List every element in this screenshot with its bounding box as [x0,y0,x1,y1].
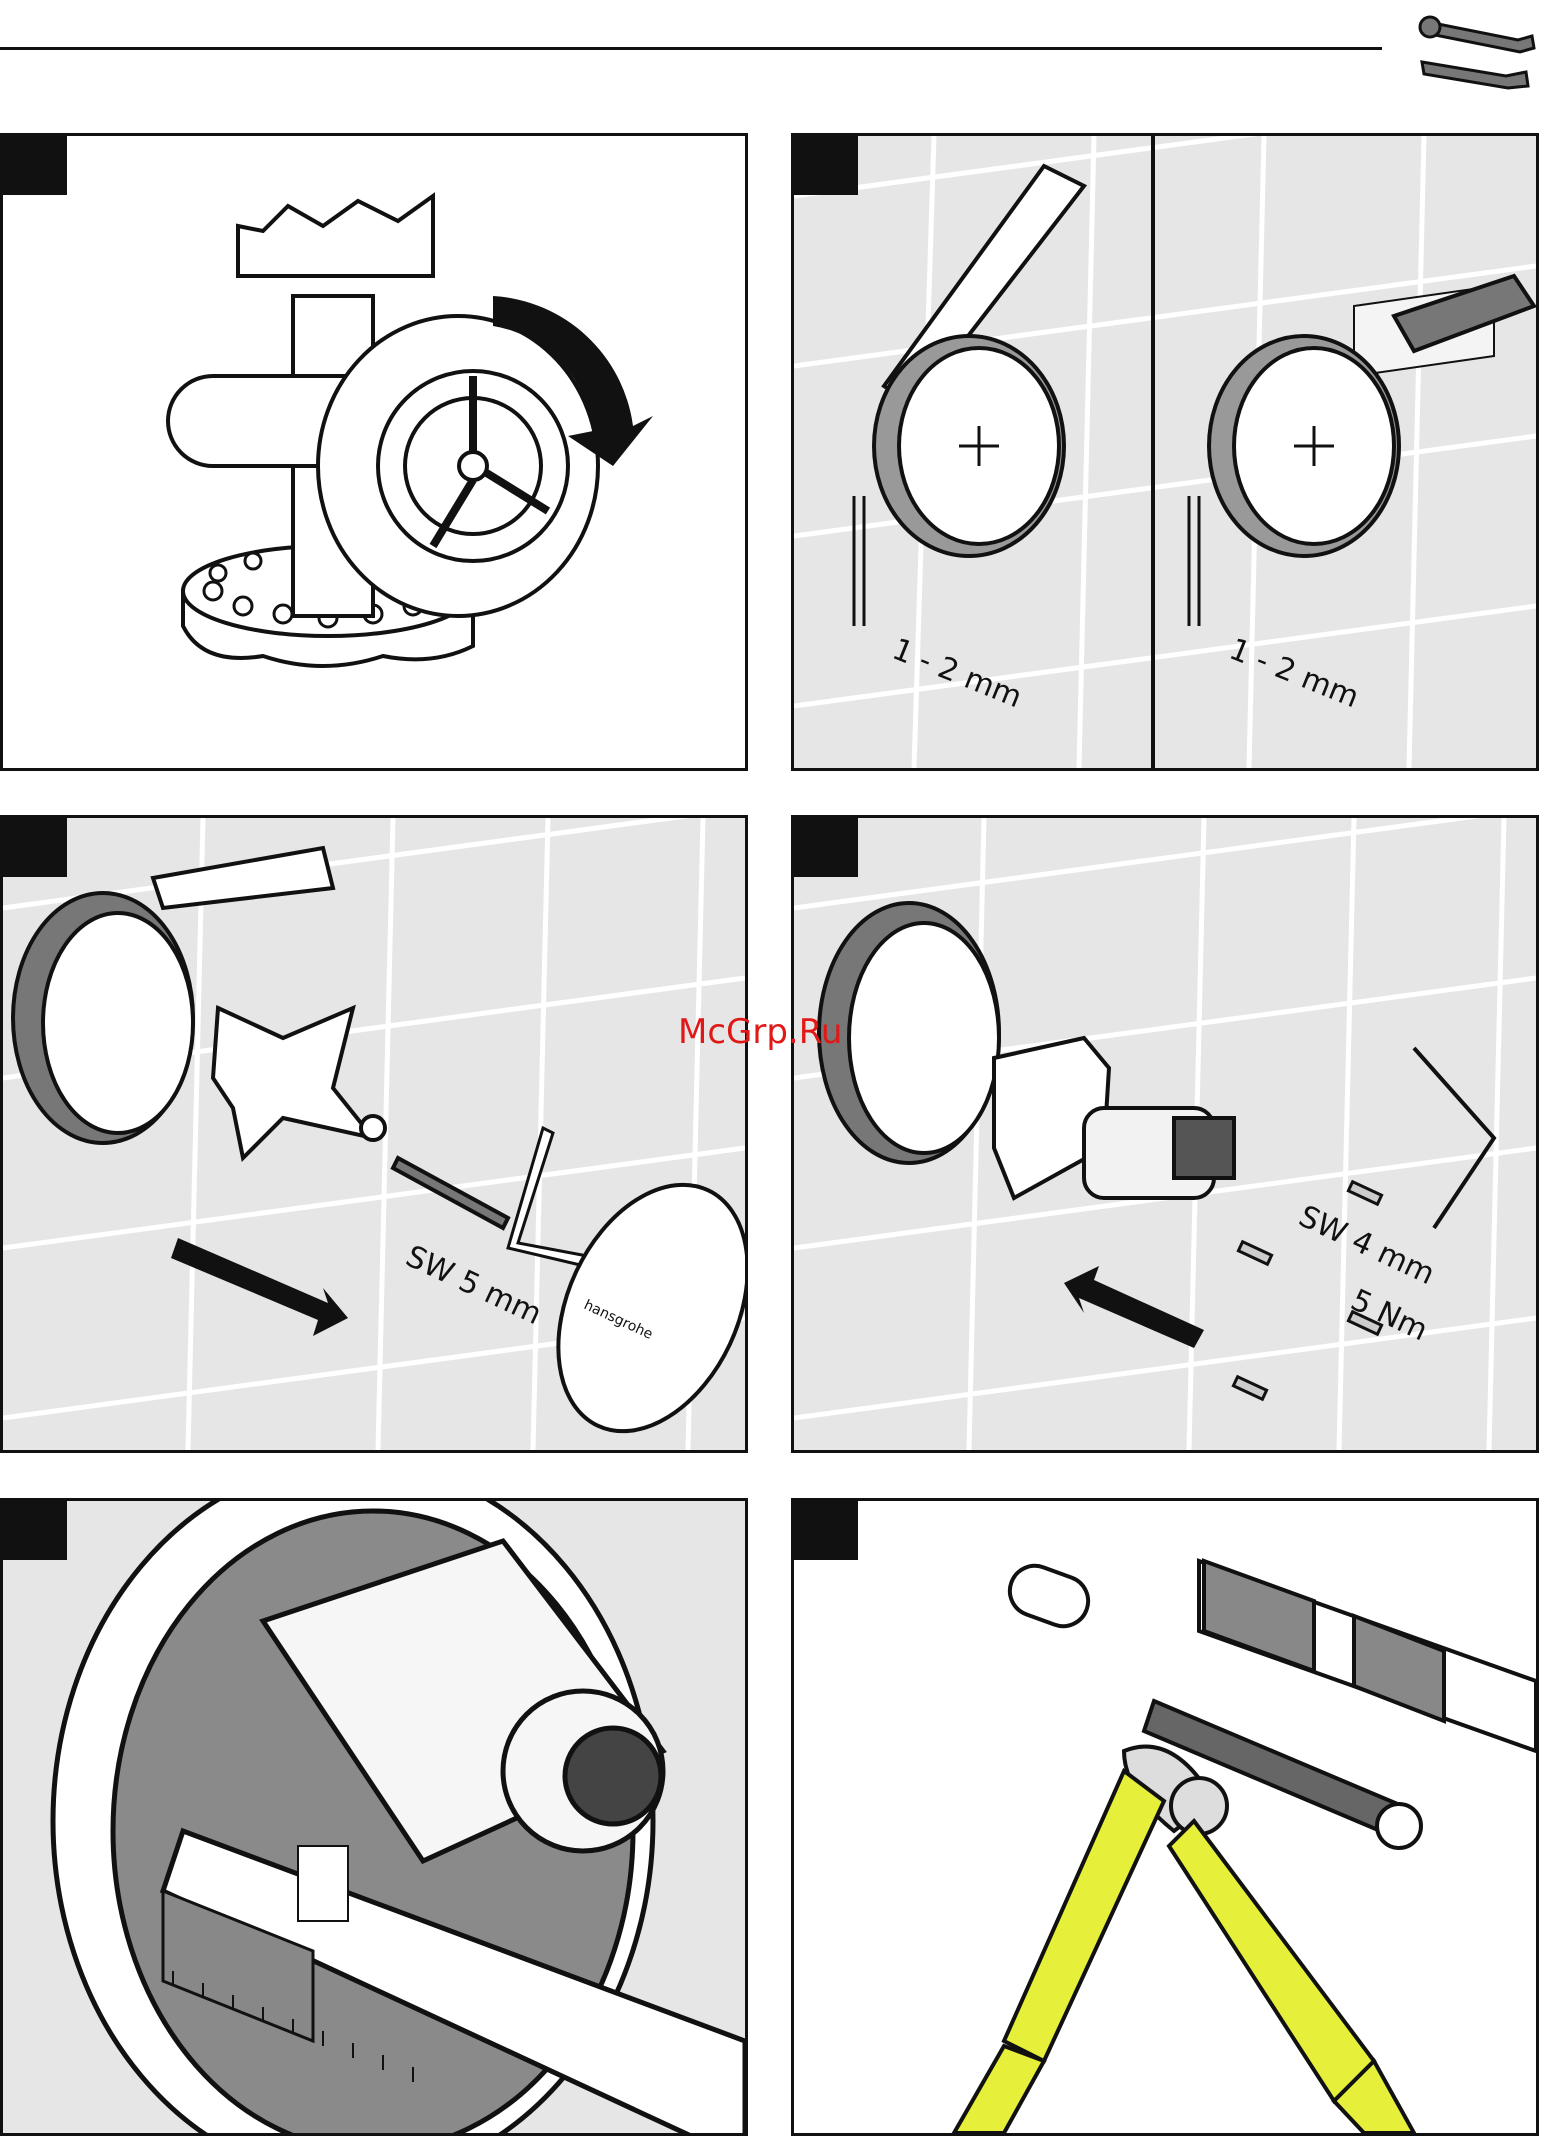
step-number-tab [3,136,67,195]
wrench-screwdriver-icon [1408,0,1542,94]
step-panel-4: SW 4 mm 5 Nm [791,815,1539,1453]
step-panel-6 [791,1498,1539,2136]
step-number-tab [794,818,858,877]
cartridge-assembly-illustration [794,818,1536,1450]
header-rule [0,47,1382,50]
tile-grid [794,136,1536,768]
step-number-tab [3,818,67,877]
step-number-tab [794,1501,858,1560]
step-panel-1 [0,133,748,771]
step-panel-5 [0,1498,748,2136]
panel-divider [1151,136,1155,768]
step-number-tab [3,1501,67,1560]
measuring-ruler-icon [3,1501,745,2133]
step-panel-2: 1 - 2 mm 1 - 2 mm [791,133,1539,771]
mounting-assembly-illustration: hansgrohe [3,818,745,1450]
shutoff-valve-icon [3,136,745,768]
step-panel-3: hansgrohe SW 5 mm [0,815,748,1453]
step-number-tab [794,136,858,195]
side-cutter-pliers-icon [794,1501,1536,2133]
watermark-text: McGrp.Ru [678,1012,842,1052]
